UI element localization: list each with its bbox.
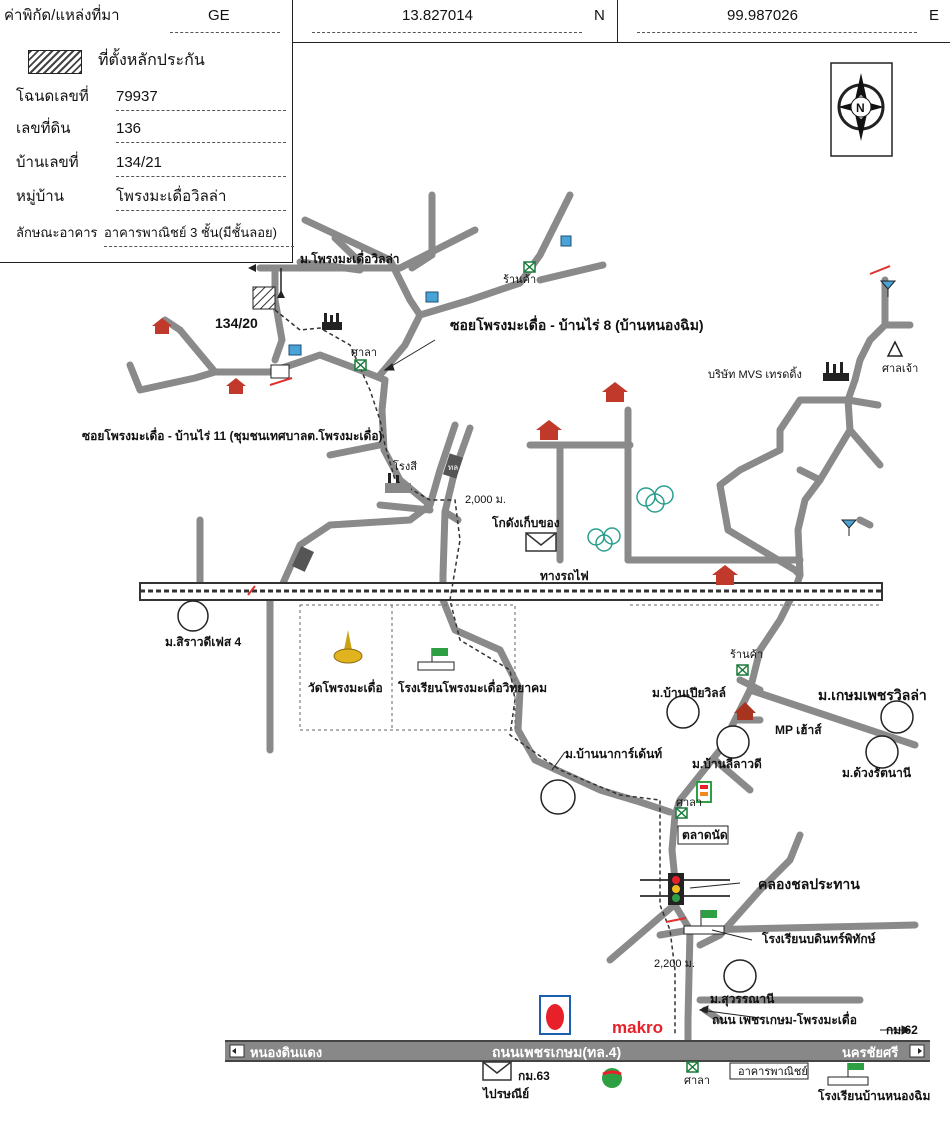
longitude-cell: 99.987026 E (617, 0, 950, 42)
commercial-label: อาคารพาณิชย์ (738, 1065, 808, 1078)
latitude-unit: N (594, 7, 605, 24)
temple-label: วัดโพรงมะเดื่อ (308, 679, 383, 695)
village-lila-label: ม.บ้านลีลาวดี (692, 757, 762, 771)
sala-mid-label: ศาลา (676, 797, 702, 809)
commercial-box (729, 1062, 809, 1080)
road-junction-label: ถนน เพชรเกษม-โพรงมะเดื่อ (712, 1011, 857, 1027)
collateral-plot-marker (248, 264, 285, 310)
legend-label: ที่ตั้งหลักประกัน (98, 52, 205, 69)
village-top-label: ม.โพรงมะเดื่อวิลล่า (300, 250, 400, 266)
house-no-label: บ้านเลขที่ (16, 154, 79, 171)
school-flag-icons (417, 648, 869, 1086)
shrine-label: ศาลเจ้า (882, 363, 918, 375)
railway-label: ทางรถไฟ (540, 568, 589, 583)
soi11-label: ซอยโพรงมะเดื่อ - บ้านไร่ 11 (ชุมชนเทศบาล… (82, 427, 383, 444)
main-road (225, 1040, 930, 1062)
seven-eleven-icon (696, 781, 712, 803)
factory-label: โรงสี (393, 459, 417, 473)
temple-icon (333, 630, 363, 664)
village-banpia-label: ม.บ้านเปียวิลล์ (652, 686, 726, 700)
km63-label: กม.63 (518, 1069, 550, 1083)
coordinates-header: ค่าพิกัด/แหล่งที่มา GE 13.827014 N 99.98… (0, 0, 950, 43)
deed-label: โฉนดเลขที่ (16, 88, 89, 105)
land-no-label: เลขที่ดิน (16, 120, 71, 137)
main-road-label: ถนนเพชรเกษม(ทล.4) (492, 1044, 621, 1060)
roads (126, 191, 919, 1059)
village-duangrat-label: ม.ด้วงรัตนานี (842, 766, 912, 780)
tree-icons (587, 485, 674, 552)
envelope-icons (482, 532, 557, 1081)
market-label: ตลาดนัด (682, 828, 728, 842)
mp-label: MP เฮ้าส์ (775, 723, 822, 737)
building-value: อาคารพาณิชย์ 3 ชั้น(มีชั้นลอย) (104, 225, 277, 240)
nongdin-label: หนองดินแดง (250, 1045, 322, 1060)
dist-2000-label: 2,000 ม. (465, 494, 506, 506)
ptt-logo (539, 995, 571, 1035)
village-suwan-label: ม.สุวรรณานี (710, 992, 775, 1007)
warehouse-label: โกดังเก็บของ (491, 515, 560, 530)
dist-2200-label: 2,200 ม. (654, 958, 695, 970)
shop-mid-label: ร้านค้า (730, 649, 763, 661)
shrine-icon (886, 340, 904, 357)
market-box (677, 825, 729, 845)
village-value: โพรงมะเดื่อวิลล่า (116, 188, 227, 205)
road-sign-top-label: ทล (448, 463, 458, 472)
pointer-arrows (383, 339, 912, 1035)
village-kasem-label: ม.เกษมเพชรวิลล่า (818, 687, 927, 703)
sala-bottom-label: ศาลา (684, 1075, 710, 1087)
village-sirawadee-label: ม.สิราวดีเฟส 4 (165, 635, 242, 649)
soi8-label: ซอยโพรงมะเดื่อ - บ้านไร่ 8 (บ้านหนองฉิม) (450, 315, 704, 333)
plot-box (270, 364, 290, 379)
route-path (274, 309, 676, 1035)
house-no-value: 134/21 (116, 154, 162, 171)
mp-house-icon (734, 702, 756, 720)
latitude-cell: 13.827014 N (292, 0, 618, 42)
plot-label: 134/20 (215, 315, 258, 331)
source-label: ค่าพิกัด/แหล่งที่มา (4, 7, 120, 24)
building-label: ลักษณะอาคาร (16, 225, 98, 240)
school-small-icons (288, 235, 572, 356)
north-label: N (856, 101, 865, 115)
north-arrow-icon (830, 62, 893, 157)
land-no-value: 136 (116, 120, 142, 137)
road-badges (292, 453, 464, 572)
property-info-box: ที่ตั้งหลักประกัน โฉนดเลขที่ 79937 เลขที… (0, 42, 294, 263)
sala-top-label: ศาลา (351, 347, 377, 359)
canal-label: คลองชลประทาน (758, 876, 860, 892)
school2-label: โรงเรียนบดินทร์พิทักษ์ (761, 931, 876, 946)
collateral-legend-swatch (28, 50, 82, 74)
temple-grounds (299, 604, 516, 731)
village-circles (177, 600, 914, 993)
km62-label: กม.62 (886, 1023, 918, 1037)
nakhon-label: นครชัยศรี (842, 1045, 898, 1060)
longitude-unit: E (929, 7, 940, 24)
school3-label: โรงเรียนบ้านหนองฉิม (817, 1088, 930, 1103)
drink-icons (840, 280, 897, 536)
school1-label: โรงเรียนโพรงมะเดื่อวิทยาคม (397, 679, 547, 695)
house-icons (152, 318, 738, 585)
source-value: GE (208, 7, 230, 24)
makro-label: makro (612, 1018, 663, 1037)
ball-icon (602, 1068, 622, 1088)
canal (640, 879, 730, 897)
red-marker-icons (247, 265, 891, 923)
post-label: ไปรษณีย์ (481, 1086, 529, 1101)
factory-icons (322, 313, 849, 493)
village-banna-label: ม.บ้านนาการ์เด้นท์ (565, 747, 662, 761)
village-label: หมู่บ้าน (16, 188, 64, 205)
traffic-light-icon (668, 873, 684, 905)
latitude-value: 13.827014 (402, 7, 473, 24)
railway-line (139, 582, 883, 601)
longitude-value: 99.987026 (727, 7, 798, 24)
shop-top-label: ร้านค้า (503, 274, 536, 286)
mvs-label: บริษัท MVS เทรดดิ้ง (708, 366, 802, 381)
deed-value: 79937 (116, 88, 158, 105)
shop-icons (354, 261, 749, 1073)
source-cell: ค่าพิกัด/แหล่งที่มา GE (0, 0, 293, 42)
